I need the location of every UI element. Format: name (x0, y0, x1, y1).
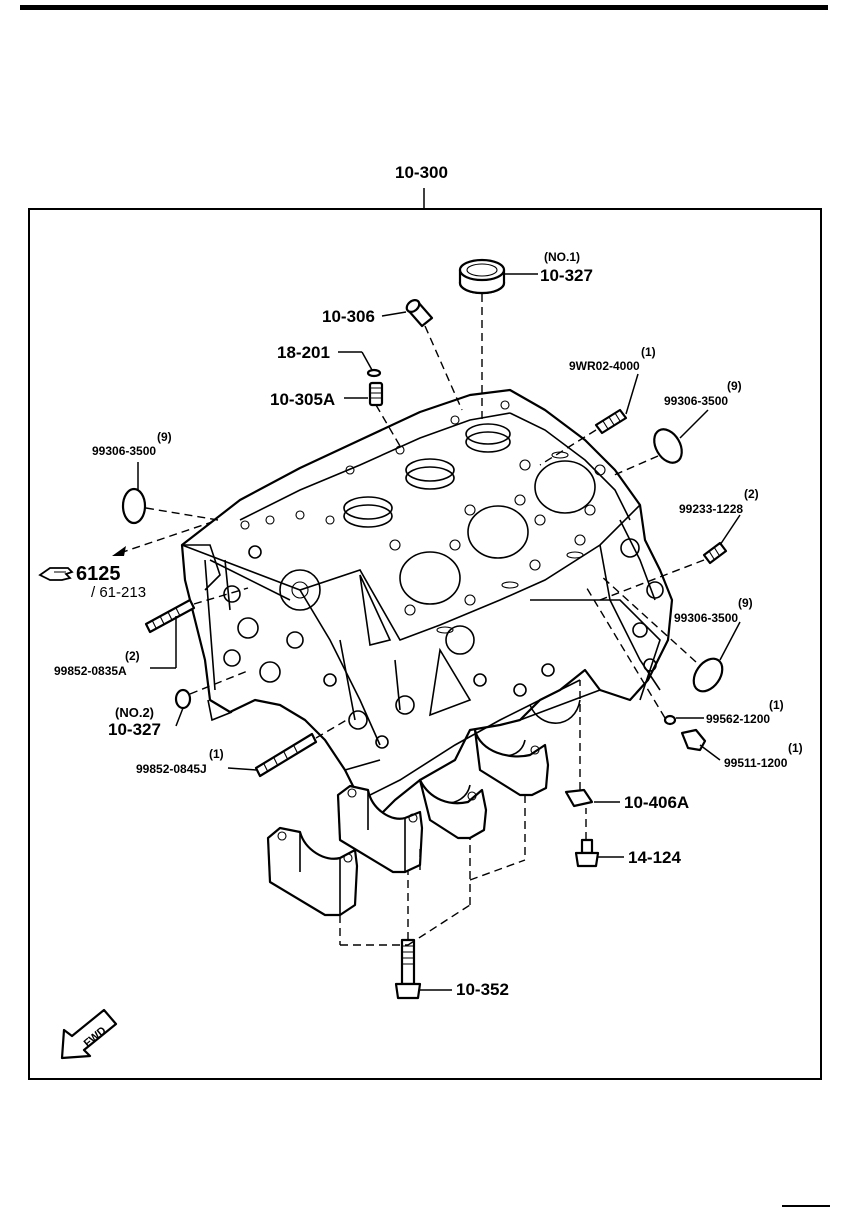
label-liner-no2: 10-327 (108, 720, 161, 739)
oring (366, 368, 382, 378)
label-plug-b: 99233-1228 (679, 502, 743, 516)
label-stud-a: 99852-0835A (54, 664, 127, 678)
label-drain-plug-qty: (1) (788, 741, 803, 755)
cylinder-block (180, 388, 674, 822)
pointing-hand-icon (38, 567, 74, 581)
label-washer-qty: (1) (769, 698, 784, 712)
threaded-plug-b (702, 541, 728, 565)
label-plug-a-qty: (1) (641, 345, 656, 359)
label-ref-sub: / 61-213 (91, 584, 146, 601)
stud-b (254, 732, 318, 778)
label-stud-a-qty: (2) (125, 649, 140, 663)
label-dowel-sleeve: 10-305A (270, 390, 335, 409)
label-oil-jet: 10-406A (624, 793, 689, 812)
cylinder-liner-no1 (458, 258, 506, 295)
label-liner-no1: 10-327 (540, 266, 593, 285)
jet-bolt (574, 838, 600, 868)
label-cap-right: 99306-3500 (664, 394, 728, 408)
label-plug-a: 9WR02-4000 (569, 359, 640, 373)
label-cap-right2: 99306-3500 (674, 611, 738, 625)
washer (663, 714, 677, 726)
label-ref-fig: 6125 (76, 563, 121, 585)
bottom-rule (782, 1205, 830, 1207)
label-assembly: 10-300 (395, 163, 448, 182)
label-jet-bolt: 14-124 (628, 848, 681, 867)
label-stud-b-qty: (1) (209, 747, 224, 761)
label-cap-right-qty: (9) (727, 379, 742, 393)
expansion-plug-right (653, 428, 683, 464)
label-cap-right2-qty: (9) (738, 596, 753, 610)
diagram-frame (28, 208, 822, 1080)
block-front-panel (182, 544, 233, 722)
label-drain-plug: 99511-1200 (724, 756, 788, 770)
expansion-plug-right-lower (692, 657, 724, 693)
label-cap-left-qty: (9) (157, 430, 172, 444)
label-washer: 99562-1200 (706, 712, 770, 726)
drain-plug (680, 728, 707, 752)
top-rule (20, 5, 828, 10)
label-plug-b-qty: (2) (744, 487, 759, 501)
cylinder-liner-no2 (174, 688, 192, 710)
oil-jet (564, 788, 594, 808)
label-oring: 18-201 (277, 343, 330, 362)
main-bearing-caps (266, 728, 550, 917)
dowel-sleeve (368, 381, 384, 407)
expansion-plug-left (121, 487, 147, 525)
label-dowel: 10-306 (322, 307, 375, 326)
label-main-bolt: 10-352 (456, 980, 509, 999)
stud-a (144, 598, 196, 634)
dowel-pin (405, 298, 434, 328)
label-cap-left: 99306-3500 (92, 444, 156, 458)
fwd-arrow-icon: FWD (60, 1008, 118, 1060)
leader-lines (137, 273, 741, 991)
assembly-lines (112, 294, 705, 946)
main-bearing-bolt (394, 938, 422, 1000)
threaded-plug-a (594, 408, 628, 435)
part-labels: 10-300 (NO.1) 10-327 10-306 18-201 10-30… (38, 163, 803, 999)
label-liner-no1-qty: (NO.1) (544, 250, 580, 264)
label-stud-b: 99852-0845J (136, 762, 207, 776)
label-liner-no2-qty: (NO.2) (115, 705, 154, 720)
